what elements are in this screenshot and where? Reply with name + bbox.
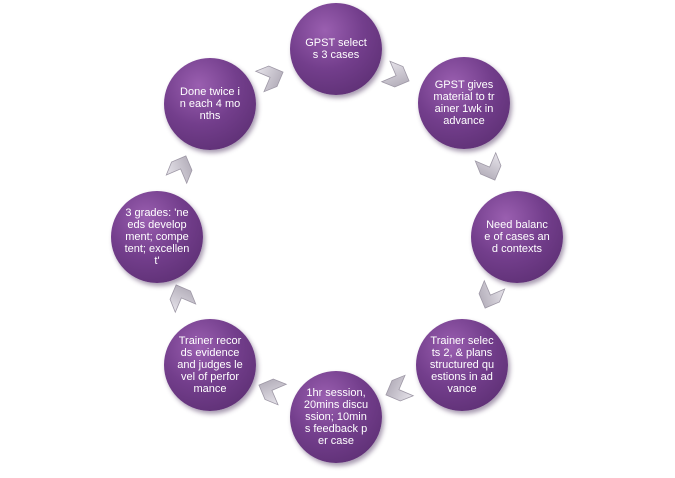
chevron-arrow-icon bbox=[169, 284, 197, 314]
chevron-arrow-icon bbox=[258, 378, 288, 406]
chevron-arrow-icon bbox=[380, 60, 410, 88]
step-balance-cases: Need balance of cases and contexts bbox=[471, 191, 563, 283]
step-three-grades: 3 grades: 'needs development; competent;… bbox=[111, 191, 203, 283]
step-label: 3 grades: 'needs development; competent;… bbox=[124, 207, 190, 267]
chevron-arrow-icon bbox=[385, 374, 415, 402]
step-label: GPST selects 3 cases bbox=[305, 37, 367, 61]
chevron-arrow-icon bbox=[474, 151, 502, 181]
step-session: 1hr session, 20mins discussion; 10mins f… bbox=[290, 371, 382, 463]
step-label: Done twice in each 4 months bbox=[179, 86, 241, 122]
chevron-arrow-icon bbox=[254, 65, 284, 93]
chevron-arrow-icon bbox=[478, 279, 506, 309]
step-plan-questions: Trainer selects 2, & plans structured qu… bbox=[416, 319, 508, 411]
step-label: 1hr session, 20mins discussion; 10mins f… bbox=[303, 387, 369, 447]
step-label: Trainer selects 2, & plans structured qu… bbox=[429, 335, 495, 395]
chevron-arrow-icon bbox=[165, 155, 193, 185]
step-label: Trainer records evidence and judges leve… bbox=[177, 335, 243, 395]
step-give-material: GPST gives material to trainer 1wk in ad… bbox=[418, 57, 510, 149]
step-done-twice: Done twice in each 4 months bbox=[164, 58, 256, 150]
step-select-cases: GPST selects 3 cases bbox=[290, 3, 382, 95]
step-record-evidence: Trainer records evidence and judges leve… bbox=[164, 319, 256, 411]
step-label: Need balance of cases and contexts bbox=[484, 219, 550, 255]
step-label: GPST gives material to trainer 1wk in ad… bbox=[433, 79, 495, 127]
